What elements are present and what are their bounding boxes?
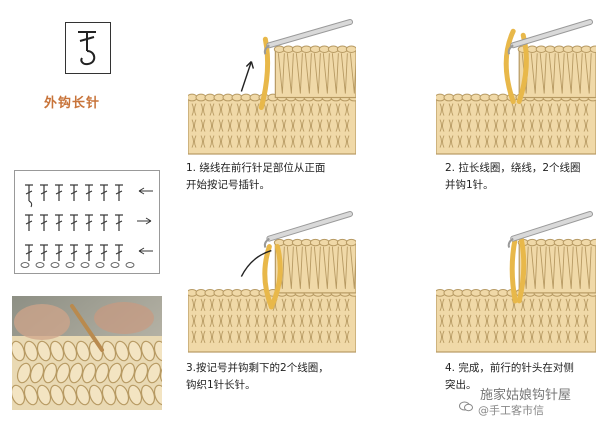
step-4-caption: 4. 完成，前行的针头在对侧 突出。 bbox=[445, 362, 574, 391]
chart-direction-arrow-icon bbox=[138, 187, 153, 195]
chart-stitch-symbol bbox=[100, 214, 108, 231]
chart-stitch-symbol bbox=[70, 244, 78, 261]
chart-stitch-symbol bbox=[55, 244, 63, 261]
chart-stitch-symbol bbox=[115, 184, 123, 201]
stitch-name-title: 外钩长针 bbox=[44, 96, 101, 111]
chart-stitch-symbol bbox=[115, 244, 123, 261]
crochet-photo bbox=[12, 296, 162, 410]
step-4-illustration bbox=[436, 210, 596, 358]
chart-stitch-symbol bbox=[25, 214, 33, 231]
stitch-chart bbox=[14, 170, 160, 274]
step-1-illustration bbox=[188, 18, 356, 160]
chart-stitch-symbol bbox=[25, 244, 33, 261]
chart-stitch-symbol bbox=[40, 214, 48, 231]
wechat-icon bbox=[459, 397, 473, 412]
chart-stitch-symbol bbox=[100, 244, 108, 261]
chart-direction-arrow-icon bbox=[137, 217, 152, 225]
chart-chain-mark bbox=[125, 262, 135, 268]
chart-direction-arrow-icon bbox=[138, 247, 153, 255]
crochet-hook-icon bbox=[507, 19, 593, 55]
chart-stitch-symbol bbox=[40, 244, 48, 261]
chart-chain-mark bbox=[20, 262, 30, 268]
chart-stitch-symbol bbox=[100, 184, 108, 201]
chart-chain-mark bbox=[95, 262, 105, 268]
chart-stitch-symbol bbox=[85, 244, 93, 261]
step-3-caption: 3.按记号并钩剩下的2个线圈， 钩织1针长针。 bbox=[186, 362, 329, 391]
chart-stitch-symbol bbox=[55, 184, 63, 201]
chart-stitch-symbol bbox=[85, 184, 93, 201]
step-3-illustration bbox=[188, 210, 356, 358]
crochet-hook-icon bbox=[263, 211, 353, 248]
chart-chain-mark bbox=[65, 262, 75, 268]
watermark-source: @手工客市信 bbox=[478, 404, 544, 417]
chart-stitch-symbol bbox=[85, 214, 93, 231]
chart-chain-mark bbox=[110, 262, 120, 268]
chart-chain-mark bbox=[80, 262, 90, 268]
crochet-hook-icon bbox=[263, 19, 353, 55]
chart-stitch-symbol bbox=[40, 184, 48, 201]
step-2-caption: 2. 拉长线圈，绕线，2个线圈 并钩1针。 bbox=[445, 162, 581, 191]
chart-stitch-symbol bbox=[70, 214, 78, 231]
crochet-hook-icon bbox=[507, 211, 593, 248]
chart-chain-mark bbox=[35, 262, 45, 268]
chart-stitch-symbol bbox=[55, 214, 63, 231]
chart-chain-mark bbox=[50, 262, 60, 268]
watermark-account-name: 施家姑娘钩针屋 bbox=[480, 388, 572, 403]
step-1-caption: 1. 绕线在前行针足部位从正面 开始按记号插针。 bbox=[186, 162, 326, 191]
chart-stitch-symbol bbox=[115, 214, 123, 231]
stitch-symbol-icon bbox=[65, 22, 111, 74]
chart-stitch-symbol bbox=[70, 184, 78, 201]
chart-stitch-symbol bbox=[25, 184, 33, 208]
step-2-illustration bbox=[436, 18, 596, 160]
